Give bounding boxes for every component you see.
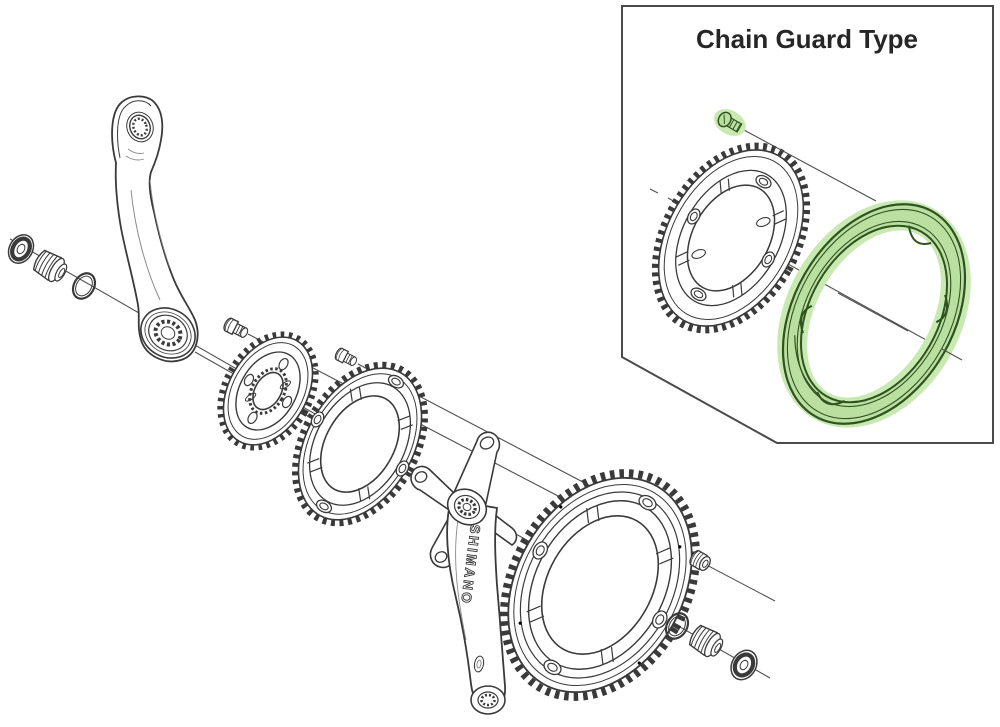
crank-fixing-bolt-left <box>32 249 68 283</box>
dust-cap-left <box>7 234 35 264</box>
left-crank-arm <box>111 95 199 363</box>
snap-ring-right <box>664 612 690 640</box>
pedal-thread-hole-left <box>126 111 154 143</box>
inset-box: Chain Guard Type <box>621 5 994 444</box>
guard-bolt-axis-line <box>741 128 877 202</box>
large-chainring-rivets <box>518 505 682 665</box>
spindle-boss-left <box>140 307 196 359</box>
chainring-bolt-b <box>334 347 358 367</box>
chain-guard <box>777 200 971 428</box>
dust-cap-right <box>730 649 758 681</box>
crank-marking-text <box>125 148 145 161</box>
large-chainring-bolt-tabs <box>532 494 668 676</box>
right-crank-arm: SHIMANO <box>410 431 518 715</box>
middle-chainring-bolt-tabs <box>310 374 410 514</box>
inset-title: Chain Guard Type <box>696 24 918 54</box>
chain-guard-bolt <box>713 109 746 136</box>
inset-axis-line-through-guard <box>837 292 963 361</box>
large-chainring <box>499 469 701 701</box>
pedal-boss-right <box>470 685 506 715</box>
inset-chainring <box>651 142 811 334</box>
inset-chainring-bolt-tabs <box>686 174 776 302</box>
crank-fixing-bolt-right <box>688 624 724 658</box>
chain-guard-notches <box>794 225 949 406</box>
small-chainring <box>217 331 319 451</box>
snap-ring-left <box>71 272 97 300</box>
spindle-boss-right <box>446 488 488 526</box>
chainring-bolt-c <box>689 549 711 572</box>
crank-emblem <box>473 655 485 673</box>
chainring-bolt-a <box>223 317 249 338</box>
